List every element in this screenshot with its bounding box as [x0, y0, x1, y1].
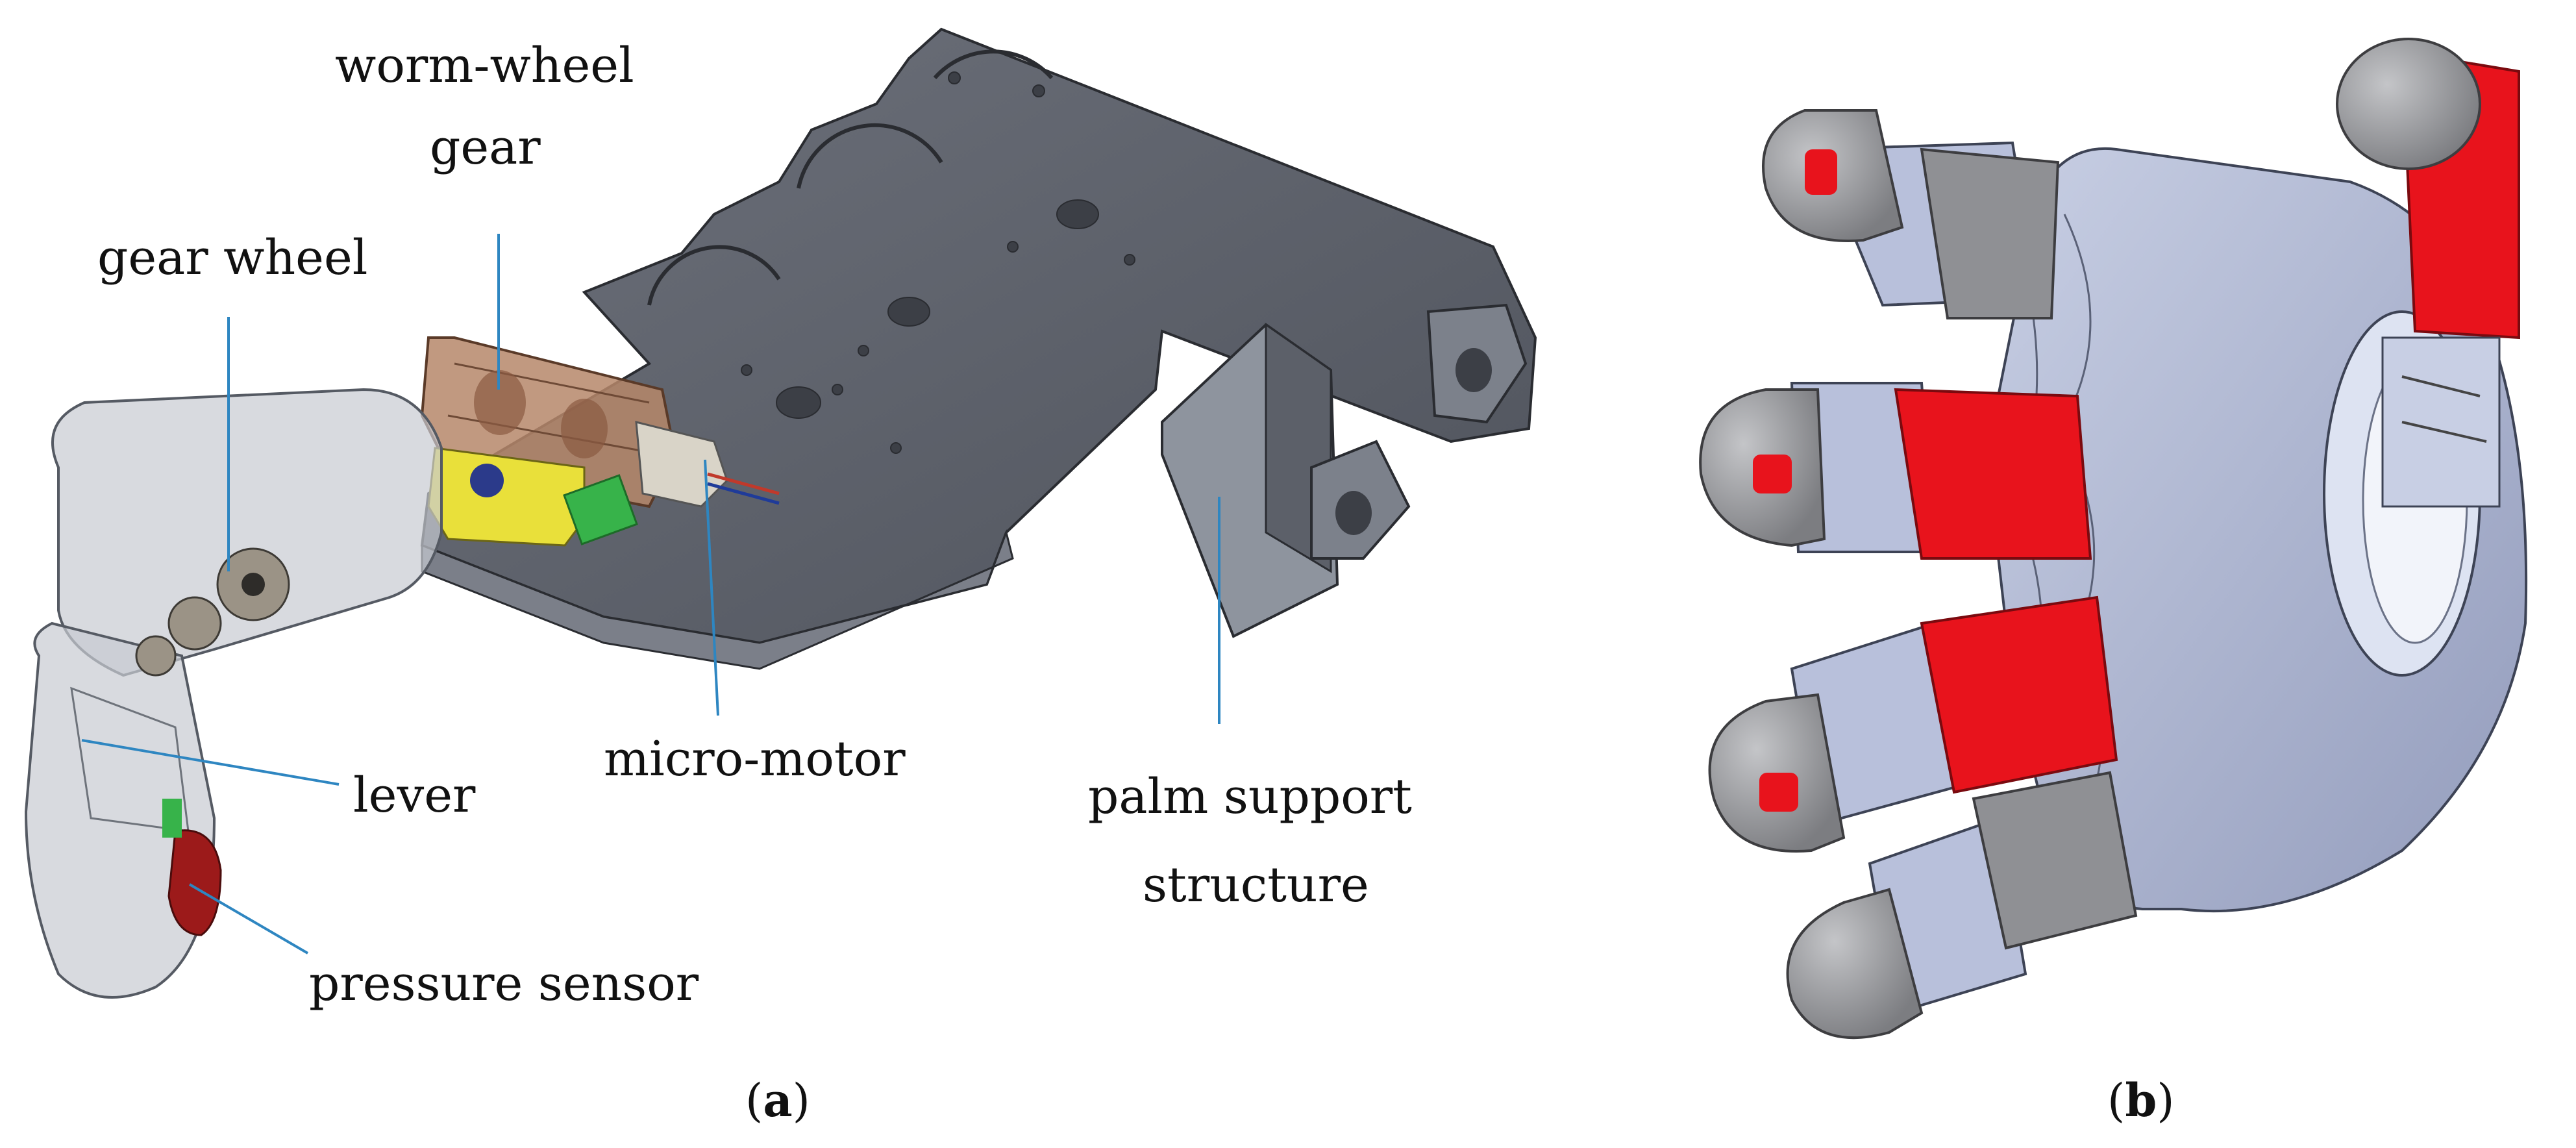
- finger-4: [1786, 771, 2138, 1040]
- leader-lines: [81, 234, 1220, 955]
- finger-2: [1699, 382, 2092, 560]
- micro-motor-body: [563, 421, 780, 545]
- finger-1: [1762, 109, 2060, 319]
- label-pressure-sensor: pressure sensor: [309, 956, 699, 1012]
- caption-b: (b): [2107, 1073, 2175, 1127]
- label-micro-motor: micro-motor: [604, 731, 906, 787]
- label-lever: lever: [353, 767, 476, 823]
- thumb: [2336, 38, 2520, 508]
- caption-a: (a): [745, 1073, 810, 1127]
- palm-support-plate: [420, 27, 1537, 670]
- label-palm-support-structure: structure: [1143, 857, 1369, 913]
- label-gear-wheel: gear wheel: [97, 230, 368, 286]
- finger-shell: [24, 388, 443, 999]
- label-worm-wheel: worm-wheel: [335, 38, 634, 94]
- finger-3: [1708, 595, 2118, 853]
- label-worm-wheel-gear: gear: [430, 119, 541, 175]
- label-palm-support: palm support: [1088, 769, 1412, 825]
- robotic-hand: [1699, 38, 2528, 1040]
